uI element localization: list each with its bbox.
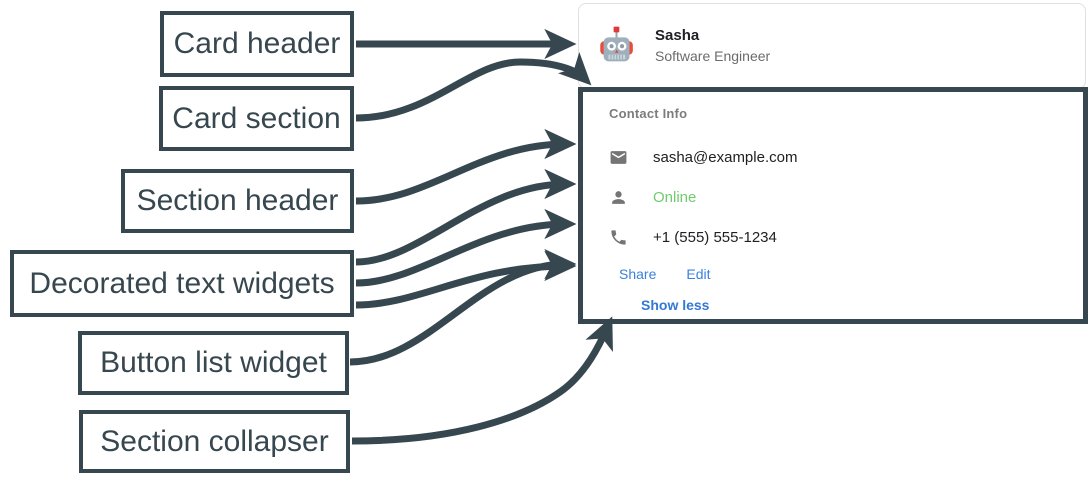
decorated-text-row: +1 (555) 555-1234: [609, 217, 1083, 257]
edit-button[interactable]: Edit: [686, 266, 711, 282]
annotation-button-list-widget: Button list widget: [78, 331, 349, 395]
arrow-section-collapser: [351, 316, 613, 445]
arrow-section-header: [355, 128, 577, 205]
card-section-content: Contact Info sasha@example.com Online: [583, 92, 1083, 315]
annotation-section-header: Section header: [121, 169, 354, 233]
phone-value: +1 (555) 555-1234: [653, 228, 777, 246]
share-button[interactable]: Share: [619, 266, 657, 282]
annotation-decorated-text-widgets: Decorated text widgets: [10, 250, 354, 317]
annotation-card-header-label: Card header: [173, 27, 341, 60]
arrow-decorated-text-1: [355, 168, 577, 266]
annotation-section-header-label: Section header: [136, 184, 339, 217]
decorated-text-row: Online: [609, 177, 1083, 217]
decorated-text-row: sasha@example.com: [609, 137, 1083, 177]
card: Sasha Software Engineer: [578, 3, 1086, 89]
section-header: Contact Info: [609, 106, 688, 121]
arrow-button-list: [349, 248, 577, 366]
annotation-card-header: Card header: [160, 11, 354, 77]
card-section: Contact Info sasha@example.com Online: [578, 87, 1088, 324]
annotation-section-collapser: Section collapser: [79, 410, 350, 473]
status-value: Online: [653, 188, 697, 206]
arrow-decorated-text-3: [355, 250, 577, 309]
arrow-decorated-text-2: [355, 208, 577, 287]
person-icon: [609, 188, 631, 207]
arrow-card-section: [355, 52, 592, 122]
annotation-button-list-widget-label: Button list widget: [100, 346, 327, 379]
section-collapser-button[interactable]: Show less: [641, 297, 710, 313]
card-header-text: Sasha Software Engineer: [655, 26, 771, 65]
card-header-title: Sasha: [655, 26, 700, 44]
annotation-section-collapser-label: Section collapser: [100, 424, 329, 458]
card-header: Sasha Software Engineer: [579, 4, 1085, 88]
annotation-card-section: Card section: [159, 86, 354, 151]
button-list-widget: Share Edit: [619, 257, 1083, 291]
annotation-decorated-text-widgets-label: Decorated text widgets: [29, 266, 335, 300]
email-icon: [609, 148, 631, 167]
email-value: sasha@example.com: [653, 148, 798, 166]
annotation-card-section-label: Card section: [172, 101, 341, 135]
card-header-subtitle: Software Engineer: [655, 48, 771, 65]
phone-icon: [609, 228, 631, 247]
robot-avatar-icon: [595, 23, 641, 69]
